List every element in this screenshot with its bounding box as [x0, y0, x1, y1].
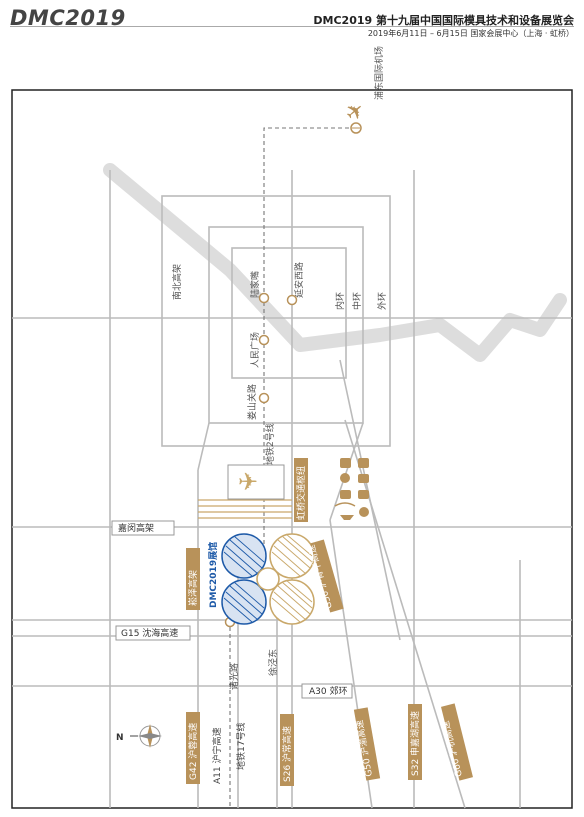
highway-label-a11: A11 沪宁高速 [211, 728, 223, 784]
bus-icon [340, 458, 351, 468]
metro-icon [359, 507, 369, 517]
inner-ring [231, 247, 347, 379]
metro-icon [258, 334, 270, 346]
songze-label: 崧泽高架 [187, 570, 199, 606]
xujing-east-label: 徐泾东 [267, 649, 279, 676]
loushanguan-label: 娄山关路 [246, 384, 258, 420]
bus-icon [358, 490, 369, 499]
compass-label: N [116, 733, 124, 743]
metro-icon [340, 473, 350, 483]
metro-icon [258, 392, 270, 404]
inner-ring-label: 内环 [334, 292, 346, 310]
venue-label: DMC2019展馆 [207, 542, 219, 608]
venue-clover [221, 533, 315, 625]
jiamin-label: 嘉闵高架 [118, 522, 154, 534]
hub-label-box [294, 458, 308, 522]
header-divider [10, 26, 574, 27]
boat-icon [340, 515, 354, 520]
river [103, 163, 567, 362]
zhuguang-label: 诸光路 [228, 663, 240, 690]
north-south-elevated-label: 南北高架 [171, 264, 183, 300]
metro-line-2-label: 地铁2号线 [264, 423, 276, 465]
highway-label-s26: S26 沪常高速 [281, 726, 293, 782]
compass-icon [130, 724, 162, 748]
peoples-square-label: 人民广场 [249, 332, 261, 368]
page-title: DMC2019 第十九届中国国际模具技术和设备展览会 [313, 14, 574, 27]
car-icon [340, 490, 351, 499]
transport-icons [334, 458, 369, 520]
middle-ring [208, 226, 364, 424]
g15-label: G15 沈海高速 [121, 627, 178, 639]
airport-label: 浦东国际机场 [373, 46, 385, 100]
rail-icon [334, 502, 356, 507]
road-grid [12, 170, 572, 809]
outer-ring [161, 195, 391, 447]
bus-icon [358, 458, 369, 468]
outer-ring-label: 外环 [376, 292, 388, 310]
metro-icon [286, 294, 298, 306]
highway-label-g42: G42 沪蓉高速 [187, 723, 199, 780]
hongqiao-airport-box [227, 464, 285, 500]
car-icon [358, 474, 369, 483]
yanan-west-label: 延安西路 [293, 262, 305, 298]
page-subtitle: 2019年6月11日 – 6月15日 国家会展中心（上海 · 虹桥） [367, 29, 574, 38]
highway-label-s32: S32 申嘉湖高速 [409, 711, 421, 776]
lujiazui-label: 陆家嘴 [249, 271, 261, 298]
a30-label: A30 郊环 [309, 685, 347, 697]
rail-lines [198, 499, 292, 519]
middle-ring-label: 中环 [351, 292, 363, 310]
airplane-icon: ✈ [238, 468, 258, 496]
hub-label: 虹桥交通枢纽 [295, 466, 307, 520]
highway-label-line17: 地铁17号线 [235, 723, 247, 770]
metro-icon [258, 292, 270, 304]
